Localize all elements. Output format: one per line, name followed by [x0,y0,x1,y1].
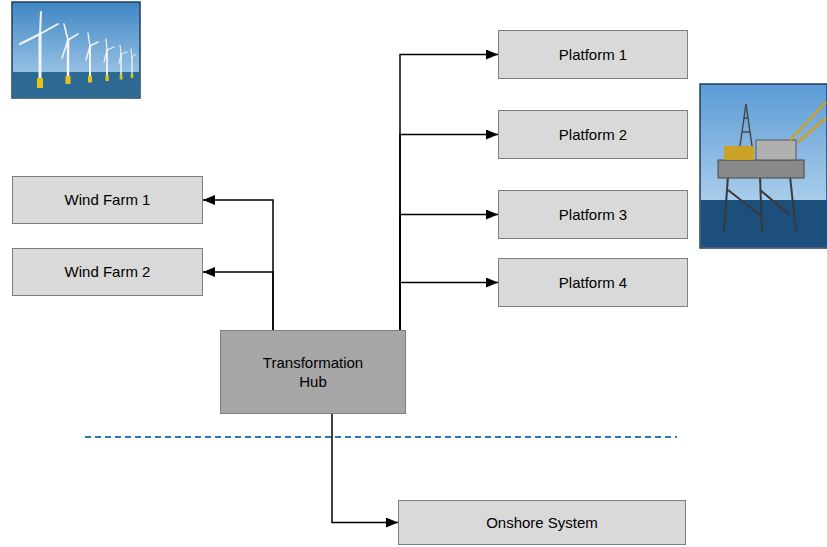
node-label: Platform 3 [559,205,627,225]
connector-arrow [400,55,498,331]
connector-arrow [203,272,273,330]
node-label: Platform 2 [559,125,627,145]
platform-box: Platform 2 [498,110,688,159]
connector-arrow [332,414,398,523]
wind-farm-box: Wind Farm 2 [12,248,203,296]
node-label: Wind Farm 1 [65,190,151,210]
connector-arrow [203,200,273,330]
shoreline-dashed-line [85,436,677,438]
platform-box: Platform 1 [498,30,688,79]
node-label: Transformation Hub [253,353,373,392]
wind-farm-photo [12,2,140,98]
node-label: Wind Farm 2 [65,262,151,282]
oil-platform-photo [700,84,827,248]
node-label: Onshore System [486,513,598,533]
platform-box: Platform 4 [498,258,688,307]
node-label: Platform 1 [559,45,627,65]
connector-arrow [400,215,498,331]
platform-box: Platform 3 [498,190,688,239]
onshore-box: Onshore System [398,500,686,545]
hub-box: Transformation Hub [220,330,406,414]
wind-farm-box: Wind Farm 1 [12,176,203,224]
node-label: Platform 4 [559,273,627,293]
connector-arrow [400,283,498,331]
connector-arrow [400,135,498,331]
